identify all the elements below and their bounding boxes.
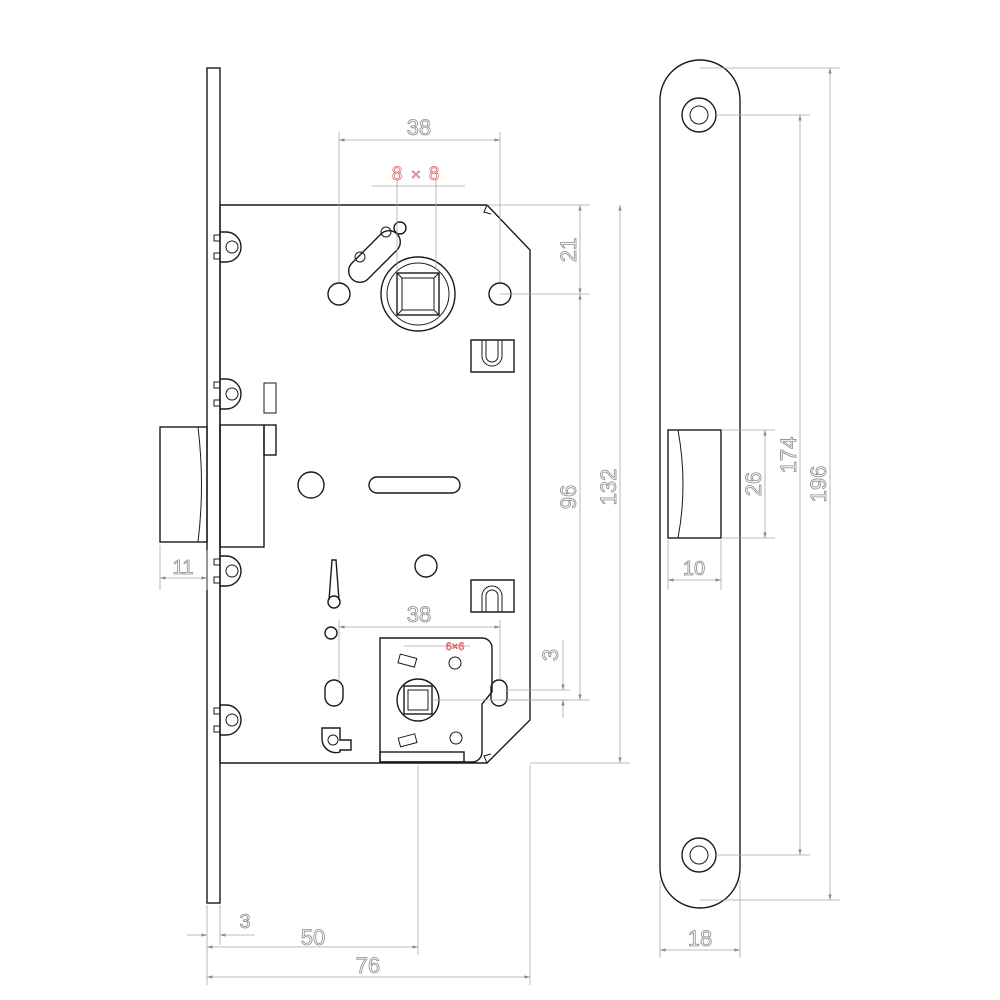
dim-strike-width: 18 (688, 926, 712, 951)
dim-body-depth: 76 (356, 953, 380, 978)
small-hole (324, 626, 338, 640)
catch-lower (321, 727, 352, 754)
dim-cam-square-bottom: 6×6 (446, 641, 465, 653)
detent-pin (327, 559, 341, 609)
dim-strike-slot-width: 10 (683, 558, 705, 580)
dim-backset: 50 (301, 925, 325, 950)
center-hole-left (297, 471, 325, 499)
mount-clip-4 (213, 704, 242, 736)
screw-hole-upper-left (327, 282, 351, 306)
faceplate (206, 67, 221, 904)
dim-cam-square-top-a: 8 (392, 164, 403, 185)
dim-strike-slot-height: 26 (741, 472, 766, 496)
mount-clip-3 (213, 555, 242, 587)
dim-cam-square-top-b: 8 (429, 164, 440, 185)
upper-spindle-hub (380, 256, 456, 332)
dim-strike-length: 196 (806, 466, 831, 503)
mortise-lock (159, 67, 531, 904)
lock-case (219, 204, 531, 764)
dimension-labels: 38 8 × 8 21 96 132 11 38 6×6 3 3 50 76 2… (172, 115, 831, 979)
slot-left-lower (324, 679, 344, 707)
dim-latch-protrusion: 11 (173, 557, 194, 579)
lug-lower (470, 579, 515, 613)
dim-bottom-offset: 3 (538, 649, 563, 661)
slot-right-lower (490, 679, 508, 707)
center-slot (368, 476, 461, 494)
dim-faceplate-thickness: 3 (239, 911, 250, 933)
lower-spindle-plate (379, 637, 493, 763)
mount-clip-1 (213, 231, 242, 263)
dim-cam-spacing-bottom: 38 (407, 602, 431, 627)
dim-strike-hole-distance: 174 (776, 437, 801, 474)
mount-clip-2 (213, 378, 242, 410)
dim-cam-spacing-top: 38 (407, 115, 431, 140)
lug-upper (470, 339, 515, 373)
dimension-lines (159, 67, 840, 985)
strike-plate (659, 59, 741, 909)
strike-slot (667, 429, 722, 539)
dim-center-distance: 96 (556, 485, 581, 509)
dim-body-height: 132 (596, 469, 621, 506)
dim-top-offset: 21 (556, 238, 581, 262)
dim-cam-square-sep: × (411, 165, 421, 184)
center-hole-right (414, 554, 438, 578)
latch-bolt (159, 382, 277, 548)
